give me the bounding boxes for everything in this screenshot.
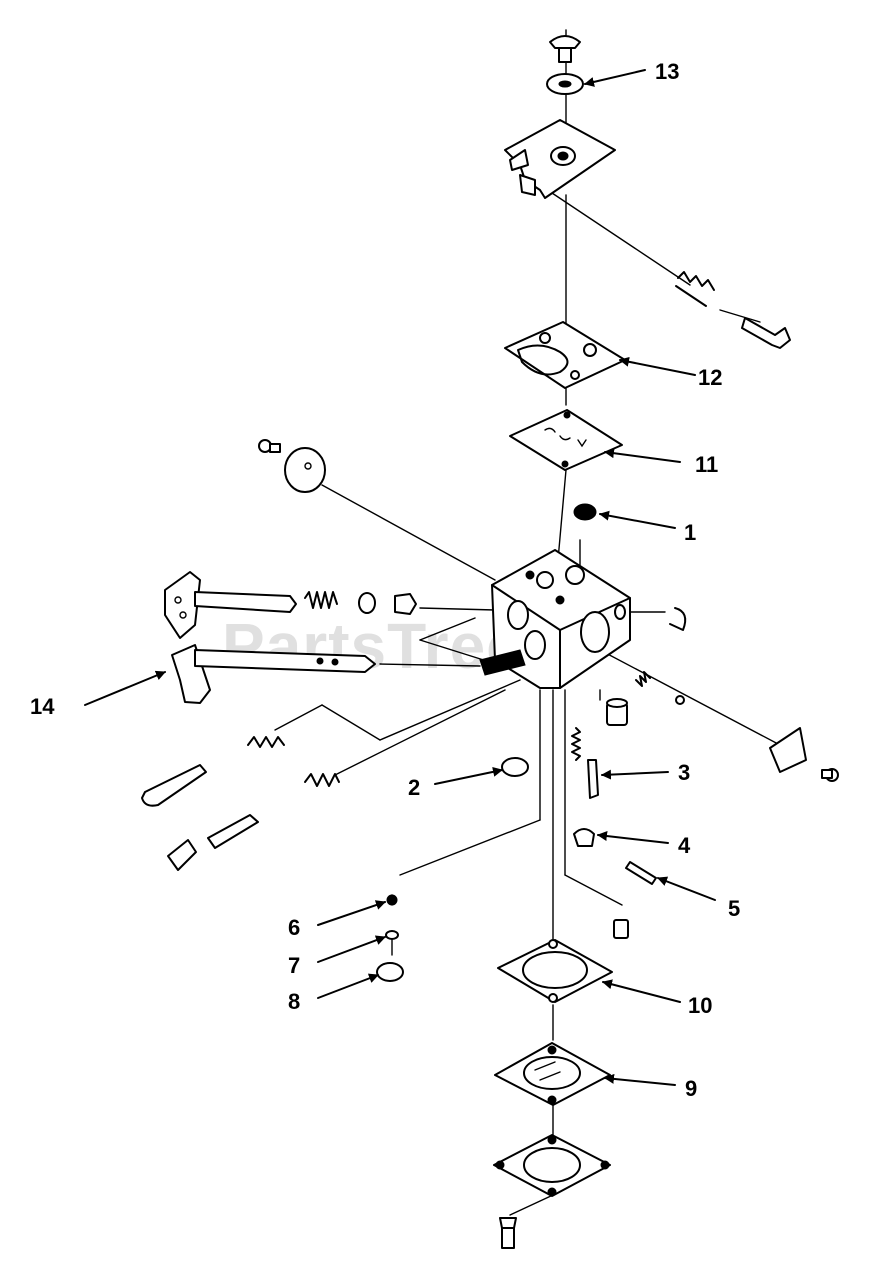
assembly-axis-lines bbox=[274, 29, 781, 1216]
top-screw bbox=[549, 35, 581, 63]
throttle-shaft bbox=[194, 649, 376, 673]
choke-spring bbox=[304, 591, 338, 609]
side-cover-right bbox=[769, 727, 807, 773]
callout-7: 7 bbox=[288, 953, 300, 978]
inlet-needle-spring bbox=[571, 727, 599, 799]
callout-1: 1 bbox=[684, 520, 696, 545]
inlet-screen bbox=[501, 757, 529, 777]
inlet-fitting bbox=[606, 698, 628, 726]
callout-12: 12 bbox=[698, 365, 722, 390]
pump-gasket bbox=[497, 939, 613, 1003]
check-ball bbox=[386, 894, 398, 906]
callout-13: 13 bbox=[655, 59, 679, 84]
metering-cover-plate bbox=[504, 119, 616, 199]
choke-washer bbox=[358, 592, 376, 614]
pump-cover-screw bbox=[499, 1217, 517, 1249]
low-speed-spring bbox=[247, 736, 285, 748]
diaphragm-screw-small bbox=[613, 919, 629, 939]
welch-plug bbox=[573, 503, 597, 521]
side-plug-cover bbox=[284, 447, 326, 493]
choke-shaft bbox=[194, 591, 297, 613]
callout-4: 4 bbox=[678, 833, 691, 858]
throttle-lever bbox=[171, 644, 211, 704]
side-screw-left bbox=[258, 439, 281, 453]
callout-3: 3 bbox=[678, 760, 690, 785]
callout-10: 10 bbox=[688, 993, 712, 1018]
high-speed-spring bbox=[304, 773, 340, 787]
choke-nut bbox=[394, 593, 417, 615]
metering-gasket bbox=[504, 321, 626, 389]
callout-5: 5 bbox=[728, 896, 740, 921]
carburetor-body bbox=[479, 549, 631, 689]
lever-pin bbox=[625, 861, 657, 885]
check-valve-spring bbox=[635, 671, 685, 705]
pump-cover bbox=[493, 1134, 611, 1197]
idle-screw bbox=[741, 317, 791, 349]
side-screw-right bbox=[821, 768, 839, 782]
callout-arrows bbox=[84, 69, 716, 1086]
high-speed-needle bbox=[207, 814, 259, 849]
pump-diaphragm bbox=[494, 1042, 611, 1106]
clip-ring bbox=[669, 607, 687, 631]
callout-11: 11 bbox=[695, 452, 718, 477]
low-speed-needle bbox=[141, 764, 207, 807]
callout-8: 8 bbox=[288, 989, 300, 1014]
callout-9: 9 bbox=[685, 1076, 697, 1101]
watermark: PartsTree bbox=[222, 610, 523, 682]
needle-cap bbox=[167, 839, 197, 871]
callout-14: 14 bbox=[30, 694, 55, 719]
top-washer bbox=[546, 73, 584, 95]
choke-lever bbox=[164, 571, 201, 639]
metering-diaphragm bbox=[509, 409, 623, 471]
idle-spring bbox=[675, 271, 715, 307]
callout-6: 6 bbox=[288, 915, 300, 940]
callout-2: 2 bbox=[408, 775, 420, 800]
inlet-lever bbox=[573, 828, 595, 847]
retainer-ring bbox=[385, 930, 399, 940]
filter-disk bbox=[376, 962, 404, 982]
